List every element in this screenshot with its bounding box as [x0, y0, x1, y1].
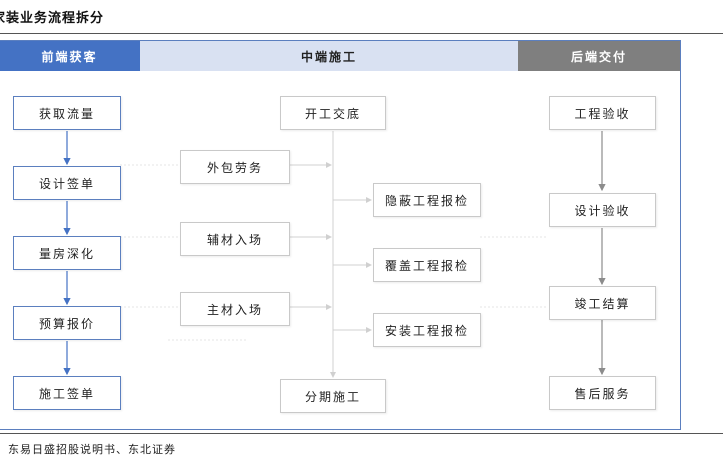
middle-start: 开工交底: [280, 96, 386, 130]
middle-input-1: 外包劳务: [180, 150, 290, 184]
back-step-3: 竣工结算: [549, 286, 656, 320]
figure-title: 家装业务流程拆分: [0, 11, 105, 26]
middle-end: 分期施工: [280, 379, 386, 413]
front-step-3: 量房深化: [13, 236, 121, 270]
back-step-1: 工程验收: [549, 96, 656, 130]
header-back: 后端交付: [518, 41, 680, 71]
source-note: 东易日盛招股说明书、东北证券: [8, 443, 176, 456]
header-front: 前端获客: [0, 41, 140, 71]
back-step-2: 设计验收: [549, 193, 656, 227]
front-step-1: 获取流量: [13, 96, 121, 130]
front-step-2: 设计签单: [13, 166, 121, 200]
middle-input-3: 主材入场: [180, 292, 290, 326]
middle-inspection-3: 安装工程报检: [373, 313, 481, 347]
middle-inspection-2: 覆盖工程报检: [373, 248, 481, 282]
middle-inspection-1: 隐蔽工程报检: [373, 183, 481, 217]
middle-input-2: 辅材入场: [180, 222, 290, 256]
middle-connectors: [290, 131, 372, 378]
diagram-frame: [0, 40, 681, 430]
row-guides: [120, 164, 548, 341]
front-step-5: 施工签单: [13, 376, 121, 410]
back-step-4: 售后服务: [549, 376, 656, 410]
header-middle: 中端施工: [140, 41, 518, 71]
bottom-rule: [0, 433, 723, 434]
top-rule: [0, 33, 723, 34]
front-step-4: 预算报价: [13, 306, 121, 340]
